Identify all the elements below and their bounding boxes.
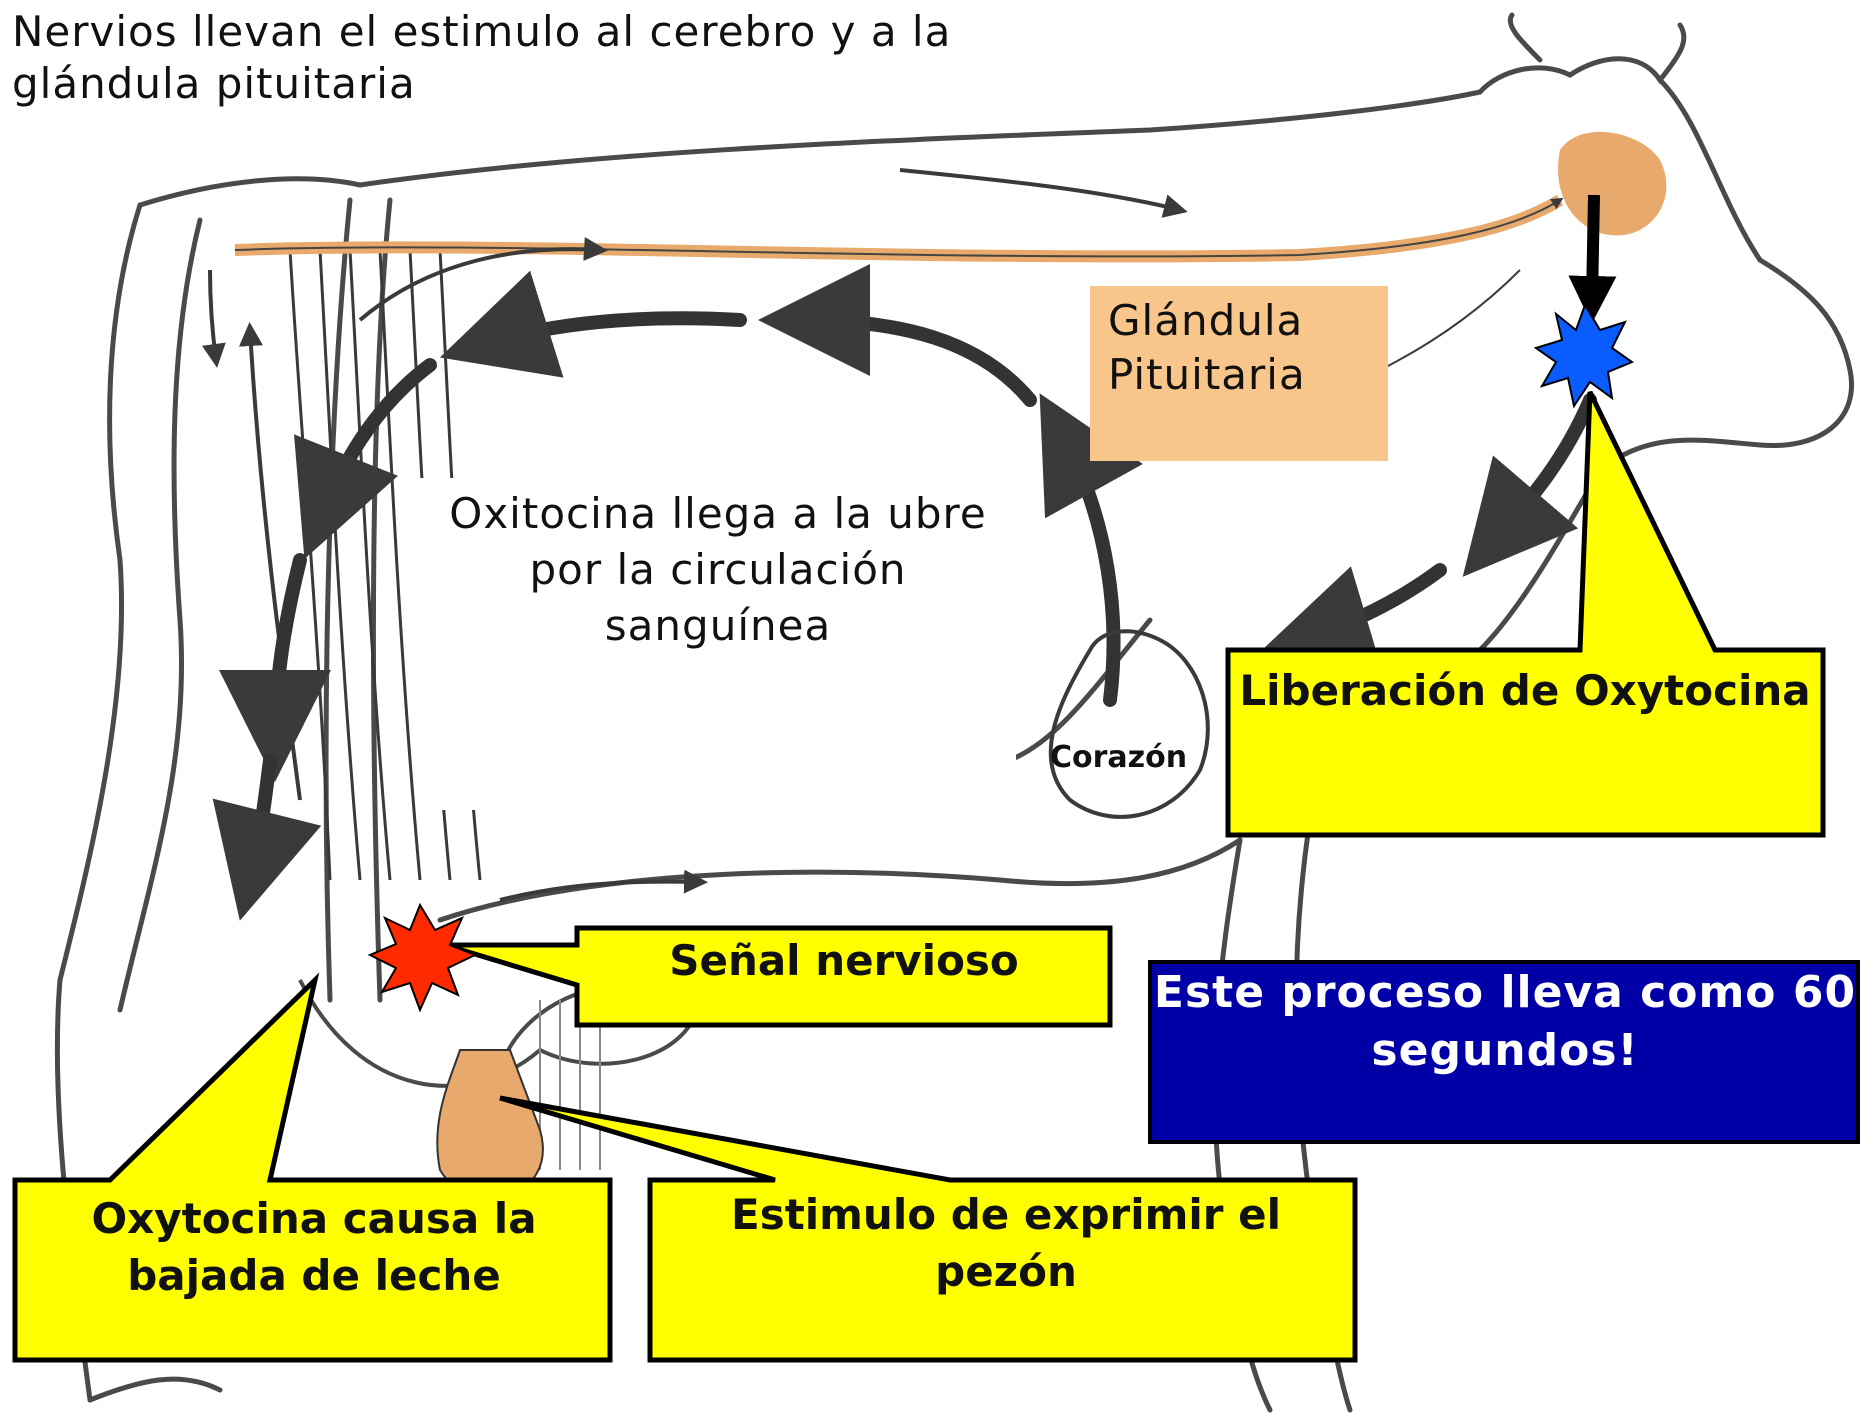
nerve-signal-callout bbox=[444, 925, 1113, 1028]
teat bbox=[436, 1049, 544, 1199]
process-note-box bbox=[1148, 960, 1860, 1144]
nerve-burst-icon bbox=[367, 902, 478, 1013]
release-callout bbox=[1225, 390, 1826, 838]
heart-outline bbox=[1048, 629, 1210, 819]
release-callout-text: Liberación de Oxytocina bbox=[1239, 666, 1811, 715]
cow-outline bbox=[54, 12, 1854, 1413]
milk-letdown-callout-text: Oxytocina causa la bajada de leche bbox=[91, 1194, 537, 1300]
top-caption: Nervios llevan el estimulo al cerebro y … bbox=[12, 7, 952, 108]
circulation-arrows bbox=[212, 264, 1597, 921]
heart-label: Corazón bbox=[1050, 740, 1188, 775]
release-burst-icon bbox=[1533, 302, 1635, 409]
bloodstream-label: Oxitocina llega a la ubre por la circula… bbox=[449, 489, 987, 650]
gland-release-arrow bbox=[1568, 194, 1617, 324]
bloodstream-box bbox=[420, 478, 1016, 810]
pituitary-box bbox=[1090, 286, 1388, 461]
teat-stimulus-callout-text: Estimulo de exprimir el pezón bbox=[731, 1190, 1281, 1296]
milk-letdown-callout bbox=[12, 972, 613, 1363]
nerve-signal-callout-text: Señal nervioso bbox=[669, 936, 1019, 985]
process-note-text: Este proceso lleva como 60 segundos! bbox=[1153, 967, 1857, 1076]
brain-gland bbox=[1558, 131, 1667, 236]
pituitary-label: Glándula Pituitaria bbox=[1108, 296, 1306, 399]
teat-stimulus-callout bbox=[499, 1095, 1358, 1363]
